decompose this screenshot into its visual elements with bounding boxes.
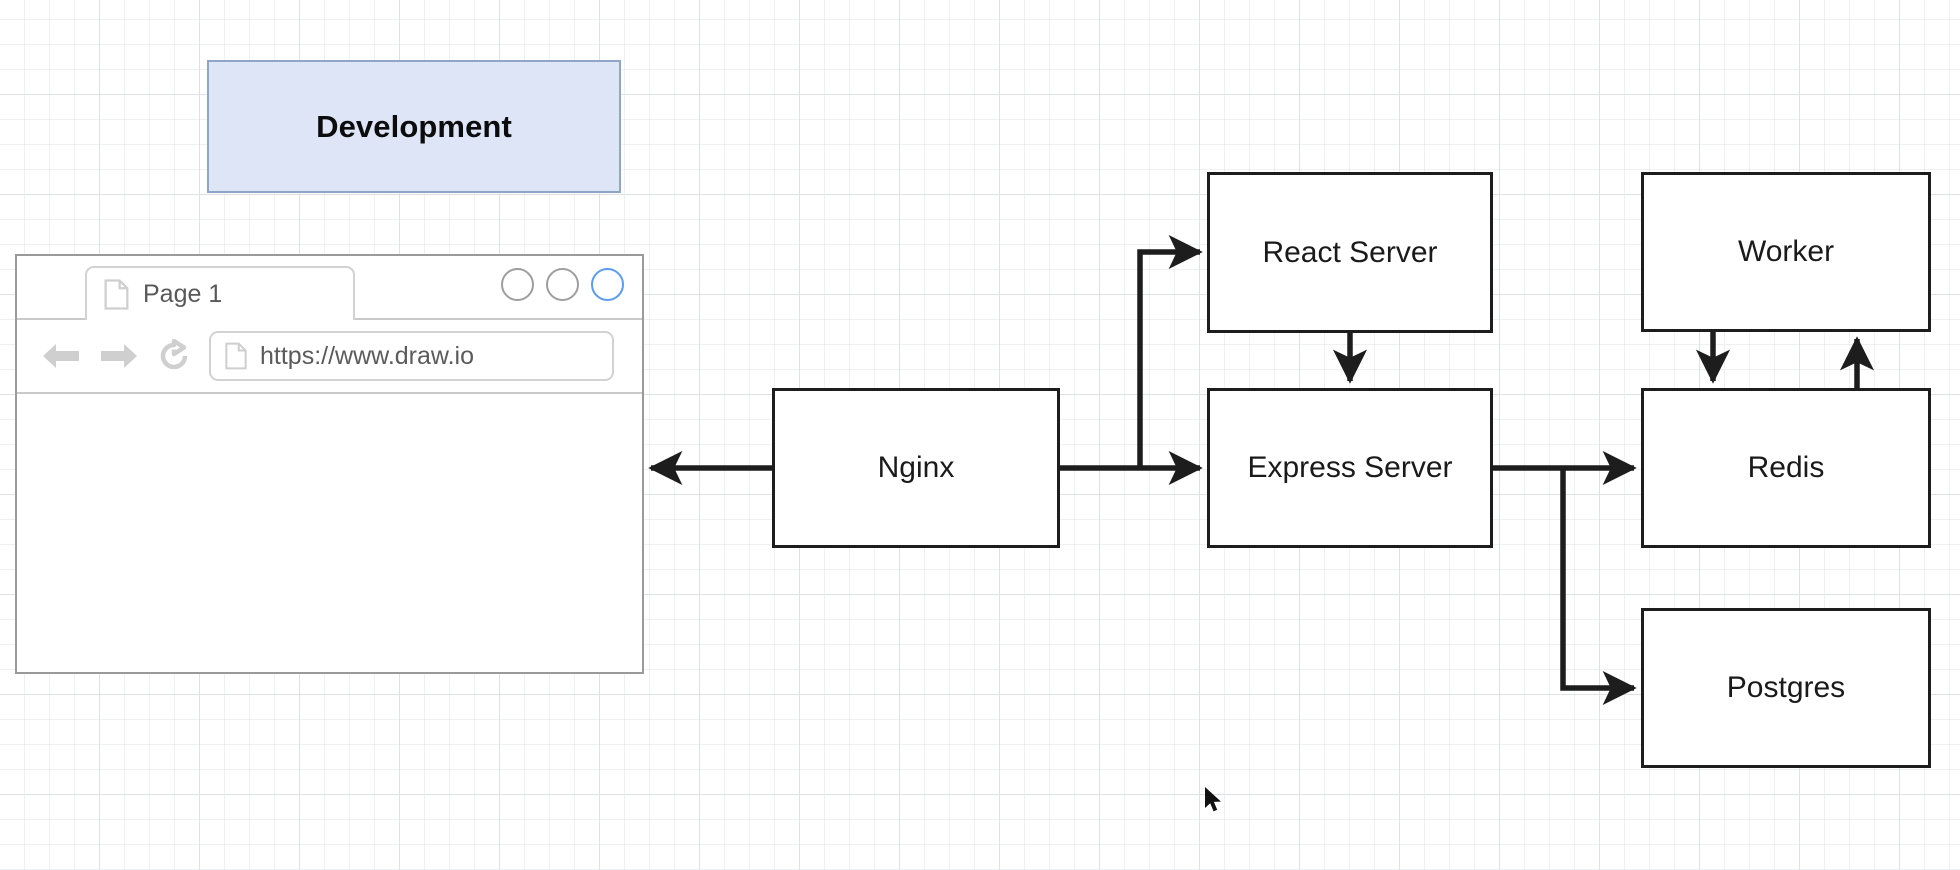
development-container-label: Development (316, 108, 512, 144)
page-icon (225, 342, 247, 370)
node-express-server-label: Express Server (1247, 451, 1453, 484)
window-controls (501, 268, 624, 301)
node-nginx-label: Nginx (877, 451, 955, 484)
window-control-3[interactable] (591, 268, 624, 301)
edge-express-to-postgres (1560, 468, 1637, 706)
reload-icon[interactable] (157, 339, 191, 373)
mouse-cursor (1205, 787, 1221, 812)
browser-toolbar: https://www.draw.io (17, 320, 642, 394)
node-redis[interactable]: Redis (1641, 388, 1931, 548)
browser-mockup[interactable]: Page 1 https:// (15, 254, 644, 674)
node-postgres-label: Postgres (1726, 671, 1846, 704)
address-bar[interactable]: https://www.draw.io (209, 331, 614, 381)
node-react-server[interactable]: React Server (1207, 172, 1493, 333)
address-bar-text: https://www.draw.io (260, 341, 474, 370)
browser-tab-label: Page 1 (143, 279, 223, 308)
window-control-2[interactable] (546, 268, 579, 301)
node-redis-label: Redis (1747, 451, 1825, 484)
node-express-server[interactable]: Express Server (1207, 388, 1493, 548)
node-worker[interactable]: Worker (1641, 172, 1931, 332)
node-worker-label: Worker (1737, 235, 1835, 268)
node-react-server-label: React Server (1262, 235, 1438, 269)
node-postgres[interactable]: Postgres (1641, 608, 1931, 768)
edge-nginx-to-react (1137, 234, 1203, 468)
back-arrow-icon[interactable] (41, 340, 81, 372)
development-container[interactable]: Development (207, 60, 621, 193)
forward-arrow-icon[interactable] (99, 340, 139, 372)
browser-tab-page-1[interactable]: Page 1 (85, 266, 355, 320)
page-icon (104, 278, 129, 310)
browser-tab-bar: Page 1 (17, 256, 642, 320)
node-nginx[interactable]: Nginx (772, 388, 1060, 548)
browser-viewport[interactable] (17, 394, 642, 672)
window-control-1[interactable] (501, 268, 534, 301)
